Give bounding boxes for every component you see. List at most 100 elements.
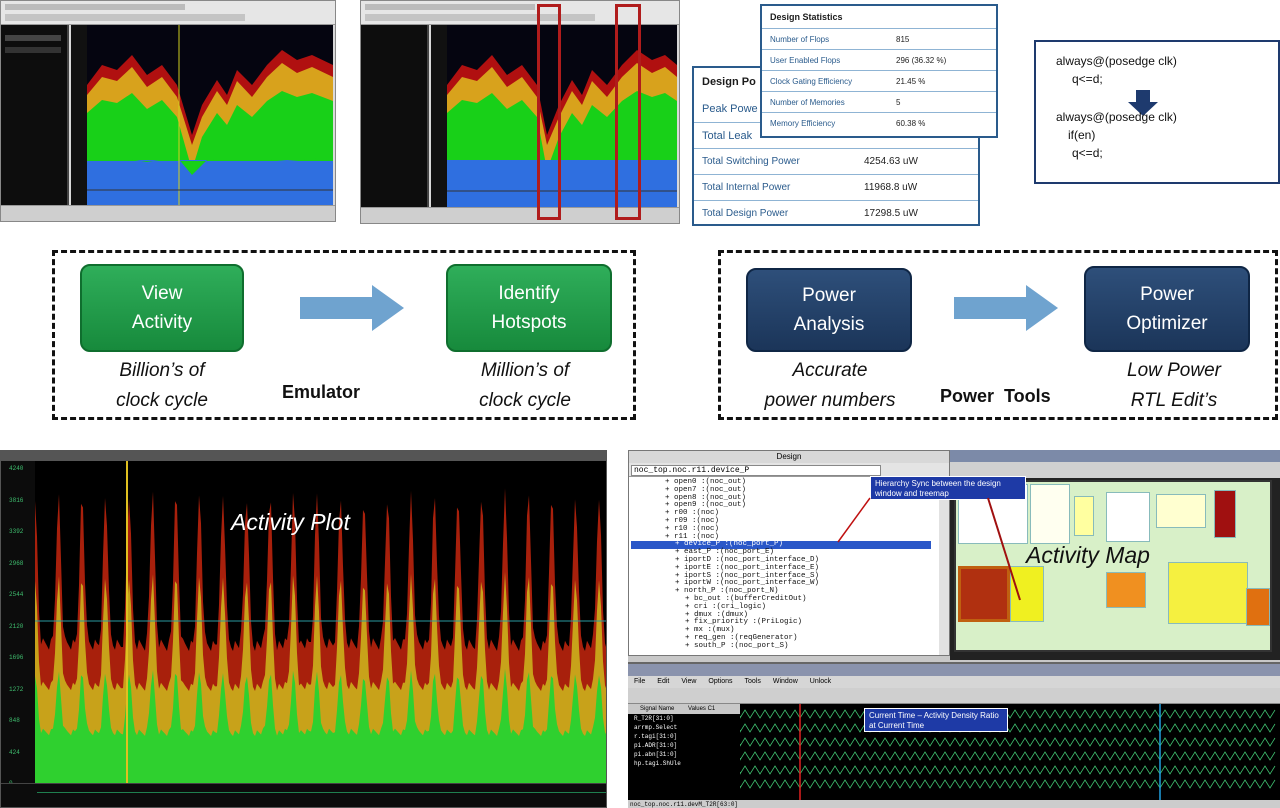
caption-line: clock cycle xyxy=(116,390,208,411)
menu-item[interactable]: File xyxy=(634,678,646,685)
tree-item[interactable]: + r10 :(noc) xyxy=(665,524,720,533)
design-statistics-table: Design Statistics Number of Flops 815 Us… xyxy=(760,4,998,138)
hierarchy-tree: + open0 :(noc_out)+ open7 :(noc_out)+ op… xyxy=(631,478,931,651)
code-line: if(en) xyxy=(1068,128,1096,142)
signal-item[interactable]: pi.abn[31:0] xyxy=(634,751,678,758)
caption-line: Accurate xyxy=(792,360,868,381)
tree-item[interactable]: + req_gen :(reqGenerator) xyxy=(685,633,798,642)
hotspot-box-1 xyxy=(537,4,561,220)
menu-item[interactable]: Edit xyxy=(657,678,670,685)
caption-line: Low Power xyxy=(1127,360,1221,381)
menu-item[interactable]: Unlock xyxy=(809,678,832,685)
design-window-title: Design xyxy=(629,451,949,463)
tree-item[interactable]: + iportS :(noc_port_interface_S) xyxy=(675,571,820,580)
table-row: Peak Powe xyxy=(694,96,978,122)
y-scale xyxy=(71,25,87,205)
code-line: q<=d; xyxy=(1072,72,1103,86)
y-tick-label: 424 xyxy=(9,748,20,756)
y-tick-label: 3816 xyxy=(9,496,24,504)
view-activity-step: View Activity xyxy=(80,264,244,352)
row-label: Number of Memories xyxy=(770,97,845,107)
tree-item[interactable]: + r09 :(noc) xyxy=(665,516,720,525)
menu-item[interactable]: Tools xyxy=(744,678,761,685)
y-scale xyxy=(431,25,447,207)
row-value: 17298.5 uW xyxy=(864,208,918,219)
waveform-trace xyxy=(739,765,1276,776)
code-line: always@(posedge clk) xyxy=(1056,110,1177,124)
rtl-code-box: always@(posedge clk) q<=d; always@(posed… xyxy=(1034,40,1280,184)
tree-item[interactable]: + open7 :(noc_out) xyxy=(665,485,747,494)
y-tick-label: 4240 xyxy=(9,465,24,472)
row-value: 60.38 % xyxy=(896,118,926,128)
tree-item[interactable]: + bc_out :(bufferCreditOut) xyxy=(685,594,807,603)
menu-bar: File Edit View Options Tools Window Unlock xyxy=(628,676,1280,688)
step-label: Identify xyxy=(498,283,560,304)
power-optimizer-step: Power Optimizer xyxy=(1084,266,1250,352)
tree-item[interactable]: + north_P :(noc_port_N) xyxy=(675,587,779,596)
menu-item[interactable]: View xyxy=(681,678,697,685)
tree-item[interactable]: + device_P :(noc_port_P) xyxy=(631,541,931,550)
tree-item[interactable]: + fix_priority :(PriLogic) xyxy=(685,618,803,627)
signal-item[interactable]: hp.tagi.ShUle xyxy=(634,760,681,767)
power-tools-label: Power Tools xyxy=(940,386,1051,406)
signal-item[interactable]: pi.ADR[31:0] xyxy=(634,742,678,749)
signal-header-name: Signal Name xyxy=(640,706,675,712)
tree-item[interactable]: + dmux :(dmux) xyxy=(685,610,749,619)
tree-item[interactable]: + iportW :(noc_port_interface_W) xyxy=(675,579,820,588)
row-label: Total Leak xyxy=(702,129,753,142)
y-tick-label: 2120 xyxy=(9,622,24,630)
waveform-svg xyxy=(739,704,1276,800)
waveform-trace xyxy=(739,751,1276,762)
hier-path-field[interactable]: noc_top.noc.r11.device_P xyxy=(631,465,881,476)
tree-item[interactable]: + open0 :(noc_out) xyxy=(665,478,747,486)
row-label: Total Design Power xyxy=(702,208,789,219)
tree-item[interactable]: + iportE :(noc_port_interface_E) xyxy=(675,563,820,572)
accurate-caption: Accurate power numbers xyxy=(740,356,920,416)
row-label: Memory Efficiency xyxy=(770,118,836,128)
tree-item[interactable]: + iportD :(noc_port_interface_D) xyxy=(675,555,820,564)
table-row: Clock Gating Efficiency 21.45 % xyxy=(762,70,996,91)
table-row: Number of Flops 815 xyxy=(762,28,996,49)
tree-item[interactable]: + cri :(cri_logic) xyxy=(685,602,767,611)
activity-graph xyxy=(87,25,333,207)
time-axis xyxy=(1,783,606,807)
row-label: Number of Flops xyxy=(770,34,830,44)
table-row: Total Switching Power 4254.63 uW xyxy=(694,148,978,174)
toolbar xyxy=(1,1,335,25)
emulator-flow-group xyxy=(52,250,636,420)
menu-item[interactable]: Window xyxy=(772,678,798,685)
caption-line: Billion’s of xyxy=(119,360,205,381)
signal-item[interactable]: R_T2R[31:0] xyxy=(634,715,674,722)
row-value: 4254.63 uW xyxy=(864,156,918,167)
activity-plot-panel: 424038163392296825442120169612728484240 … xyxy=(0,450,607,808)
hotspot-box-2 xyxy=(615,4,641,220)
tree-item[interactable]: + east_P :(noc_port_E) xyxy=(675,548,775,557)
waveform-screenshot-1 xyxy=(0,0,336,222)
menu-item[interactable]: Options xyxy=(708,678,733,685)
signal-item[interactable]: r.tagi[31:0] xyxy=(634,733,678,740)
waveform-area xyxy=(739,704,1280,800)
tree-item[interactable]: + south_P :(noc_port_S) xyxy=(685,641,789,650)
signal-header: Signal Name Values C1 xyxy=(628,704,740,714)
table-row: Total Internal Power 11968.8 uW xyxy=(694,174,978,200)
y-tick-label: 2544 xyxy=(9,591,24,598)
activity-plot-area xyxy=(35,461,606,783)
billions-caption: Billion’s of clock cycle xyxy=(80,356,244,416)
tree-item[interactable]: + r11 :(noc) xyxy=(665,532,720,541)
tree-item[interactable]: + r00 :(noc) xyxy=(665,509,720,518)
code-line: q<=d; xyxy=(1072,146,1103,160)
y-tick-label: 848 xyxy=(9,717,20,724)
scrollbar[interactable] xyxy=(939,479,949,655)
table-row: Memory Efficiency 60.38 % xyxy=(762,112,996,133)
signal-item[interactable]: arrmp.Select xyxy=(634,724,678,731)
row-label: Clock Gating Efficiency xyxy=(770,76,853,86)
current-time-callout: Current Time – Activity Density Ratio at… xyxy=(864,708,1008,732)
millions-caption: Million’s of clock cycle xyxy=(440,356,610,416)
activity-plot-svg xyxy=(35,461,606,783)
row-value: 296 (36.32 %) xyxy=(896,55,947,65)
tree-item[interactable]: + open8 :(noc_out) xyxy=(665,493,747,502)
row-label: Total Internal Power xyxy=(702,182,791,193)
tree-item[interactable]: + mx :(mux) xyxy=(685,626,735,635)
row-label: Total Switching Power xyxy=(702,156,800,167)
tree-item[interactable]: + open9 :(noc_out) xyxy=(665,501,747,510)
